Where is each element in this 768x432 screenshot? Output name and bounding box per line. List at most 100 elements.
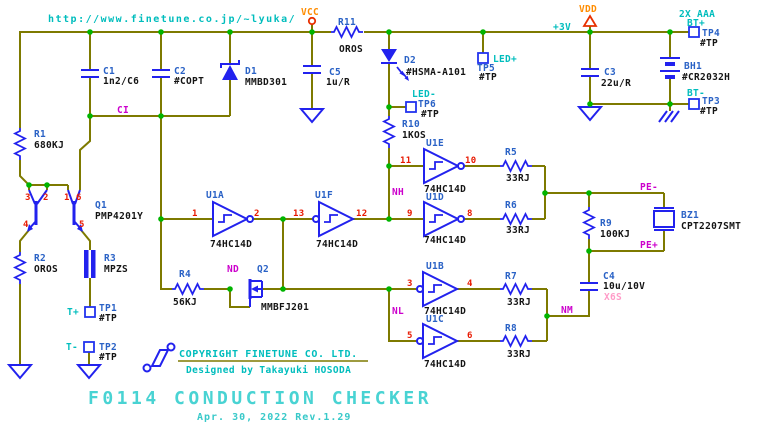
- d1-symbol: D1 MMBD301: [220, 60, 287, 88]
- u1b-ref: U1B: [426, 261, 444, 272]
- u1d-part: 74HC14D: [424, 235, 466, 246]
- c3-value: 22u/R: [601, 78, 631, 89]
- r5-value: 33RJ: [506, 173, 530, 184]
- schmitt-hysteresis-icon: [429, 161, 443, 170]
- u1a-pin-out: 2: [254, 209, 260, 219]
- r11-value: OROS: [339, 44, 363, 55]
- bh1-value: #CR2032H: [682, 72, 730, 83]
- c1-value: 1n2/C6: [103, 76, 139, 87]
- bz1-ref: BZ1: [681, 210, 699, 221]
- u1b-pin-out: 4: [467, 279, 473, 289]
- u1b-pin-in: 3: [407, 279, 413, 289]
- tp1-value: #TP: [99, 313, 117, 324]
- bh1-ref: BH1: [684, 61, 702, 72]
- q2-ref: Q2: [257, 264, 269, 275]
- chassis-ground-icon: [658, 110, 680, 123]
- tp5-testpoint: LED+ TP5 #TP: [477, 52, 517, 83]
- tp3-testpoint: BT- TP3 #TP: [687, 88, 720, 117]
- tp3-ref: TP3: [702, 96, 720, 107]
- net-pe-minus: PE-: [640, 182, 658, 193]
- copyright-line: COPYRIGHT FINETUNE CO. LTD.: [179, 349, 358, 360]
- c4-ref: C4: [603, 271, 615, 282]
- r9-ref: R9: [600, 218, 612, 229]
- r8-symbol: R8 33RJ: [500, 323, 532, 360]
- q1-pin-5: 5: [79, 220, 85, 230]
- c2-value: #COPT: [174, 76, 204, 87]
- rail-3v-label: +3V: [553, 22, 571, 33]
- r7-value: 33RJ: [507, 297, 531, 308]
- u1d-gate: U1D 74HC14D 9 8: [407, 192, 473, 246]
- u1b-part: 74HC14D: [424, 306, 466, 317]
- c3-ref: C3: [604, 67, 616, 78]
- u1e-gate: U1E 74HC14D 11 10: [400, 138, 476, 195]
- q1-pin-2: 2: [43, 193, 49, 203]
- u1e-part: 74HC14D: [424, 184, 466, 195]
- r6-symbol: R6 33RJ: [500, 200, 532, 236]
- battery-pack-label: 2X AAA: [679, 9, 715, 20]
- r5-symbol: R5 33RJ: [500, 147, 532, 184]
- tp2-value: #TP: [99, 352, 117, 363]
- r4-symbol: R4 56KJ: [172, 269, 204, 308]
- tp2-testpoint: T- TP2 #TP: [66, 341, 117, 363]
- tp4-testpoint: BT+ TP4 #TP: [687, 18, 720, 49]
- tp1-testpoint: T+ TP1 #TP: [67, 303, 117, 324]
- bz1-symbol: BZ1 CPT2207SMT: [653, 207, 741, 232]
- ground-triangle-icon: [6, 106, 604, 380]
- u1e-ref: U1E: [426, 138, 444, 149]
- r3-ref: R3: [104, 253, 116, 264]
- u1e-pin-out: 10: [465, 156, 476, 166]
- net-ci: CI: [117, 105, 129, 116]
- c1-ref: C1: [103, 66, 115, 77]
- tp4-value: #TP: [700, 38, 718, 49]
- u1c-pin-in: 5: [407, 331, 413, 341]
- r1-value: 680KJ: [34, 140, 64, 151]
- schmitt-hysteresis-icon: [429, 214, 443, 223]
- r1-symbol: R1 680KJ: [12, 128, 64, 160]
- q1-pin-1: 1: [64, 193, 70, 203]
- u1d-pin-out: 8: [467, 209, 473, 219]
- r2-ref: R2: [34, 253, 46, 264]
- u1d-pin-in: 9: [407, 209, 413, 219]
- r6-value: 33RJ: [506, 225, 530, 236]
- c4-symbol: C4 10u/10V X6S: [580, 271, 645, 303]
- tp6-value: #TP: [421, 109, 439, 120]
- bt-plus-label: BT+: [687, 18, 705, 29]
- schematic-revision: Apr. 30, 2022 Rev.1.29: [197, 412, 351, 423]
- c5-symbol: C5 1u/R: [303, 65, 350, 88]
- bz1-value: CPT2207SMT: [681, 221, 741, 232]
- r9-symbol: R9 100KJ: [581, 207, 630, 240]
- q1-pin-4: 4: [23, 220, 29, 230]
- u1f-pin-in: 13: [293, 209, 304, 219]
- u1f-gate: U1F 74HC14D 13 12: [293, 190, 367, 250]
- c4-note: X6S: [604, 292, 622, 303]
- led-minus-label: LED-: [412, 89, 436, 100]
- tp6-testpoint: LED- TP6 #TP: [405, 89, 439, 120]
- schematic-title: F0114 CONDUCTION CHECKER: [88, 388, 432, 409]
- u1a-gate: U1A 74HC14D 1 2: [192, 190, 260, 250]
- tp1-ref: TP1: [99, 303, 117, 314]
- u1a-ref: U1A: [206, 190, 224, 201]
- r11-ref: R11: [338, 17, 356, 28]
- r3-symbol: R3 MPZS: [84, 250, 128, 278]
- u1c-pin-out: 6: [467, 331, 473, 341]
- d2-ref: D2: [404, 55, 416, 66]
- c3-symbol: C3 22u/R: [581, 67, 631, 89]
- site-url: http://www.finetune.co.jp/~lyuka/: [48, 13, 296, 25]
- u1d-ref: U1D: [426, 192, 444, 203]
- vcc-symbol: VCC: [301, 7, 319, 26]
- r7-ref: R7: [505, 271, 517, 282]
- c5-ref: C5: [329, 67, 341, 78]
- q1-symbol: Q1 PMP4201Y 3 2 1 6 4 5: [23, 189, 143, 232]
- u1c-gate: U1C 74HC14D 5 6: [407, 314, 473, 370]
- vdd-triangle-icon: [582, 14, 598, 27]
- net-nm: NM: [561, 305, 573, 316]
- u1a-pin-in: 1: [192, 209, 198, 219]
- d1-ref: D1: [245, 66, 257, 77]
- q1-value: PMP4201Y: [95, 211, 143, 222]
- r1-ref: R1: [34, 129, 46, 140]
- r4-ref: R4: [179, 269, 191, 280]
- vdd-label: VDD: [579, 4, 597, 15]
- u1a-part: 74HC14D: [210, 239, 252, 250]
- r6-ref: R6: [505, 200, 517, 211]
- tp6-ref: TP6: [418, 99, 436, 110]
